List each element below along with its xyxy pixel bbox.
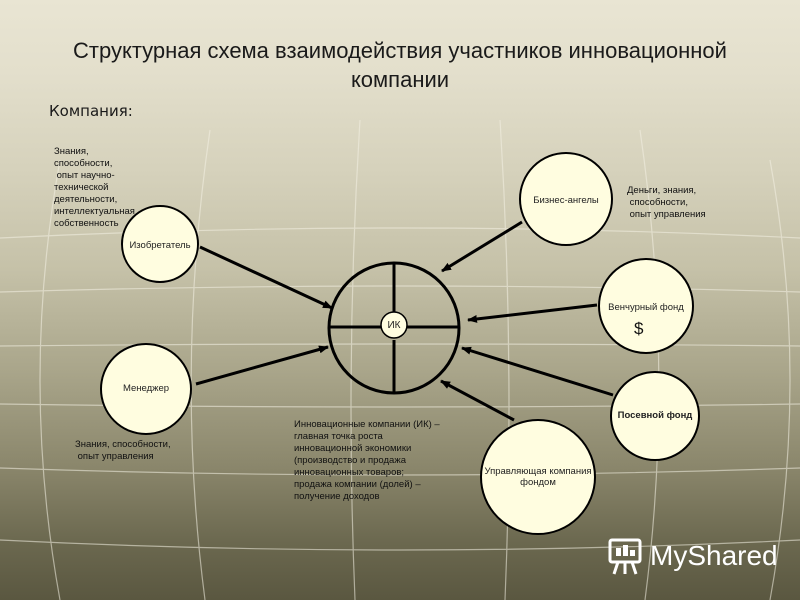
node-seed <box>610 371 700 461</box>
manager-note: Знания, способности, опыт управления <box>75 439 171 462</box>
inventor-note: Знания, способности, опыт научно- технич… <box>54 146 135 229</box>
node-angels <box>519 152 613 246</box>
center-label: ИК <box>387 320 401 331</box>
company-subtitle: Компания: <box>49 102 133 120</box>
node-inventor-label: Изобретатель <box>129 240 191 251</box>
presentation-board-icon <box>608 538 642 575</box>
arrow-mgmt-company <box>440 379 515 422</box>
arrow-venture <box>467 303 598 323</box>
logo-text: MyShared <box>650 540 778 571</box>
angels-note: Деньги, знания, способности, опыт управл… <box>627 185 706 220</box>
node-angels-label: Бизнес-ангелы <box>533 195 599 206</box>
page-title: Структурная схема взаимодействия участни… <box>73 38 727 92</box>
node-seed-label: Посевной фонд <box>617 410 693 421</box>
node-venture <box>598 258 694 354</box>
center-hub <box>380 311 408 339</box>
dollar-icon: $ <box>634 319 644 338</box>
center-note: Инновационные компании (ИК) – главная то… <box>294 419 440 502</box>
node-manager-label: Менеджер <box>122 383 170 394</box>
arrow-inventor <box>199 245 333 310</box>
node-manager <box>100 343 192 435</box>
node-venture-label: Венчурный фонд <box>608 302 684 313</box>
node-mgmt-company <box>480 419 596 535</box>
arrow-manager <box>195 345 329 386</box>
arrow-seed <box>461 346 614 397</box>
node-inventor <box>121 205 199 283</box>
node-mgmt-company-label: Управляющая компания фондом <box>484 466 592 488</box>
myshared-logo: MyShared <box>606 536 786 578</box>
arrow-angels <box>441 220 523 273</box>
